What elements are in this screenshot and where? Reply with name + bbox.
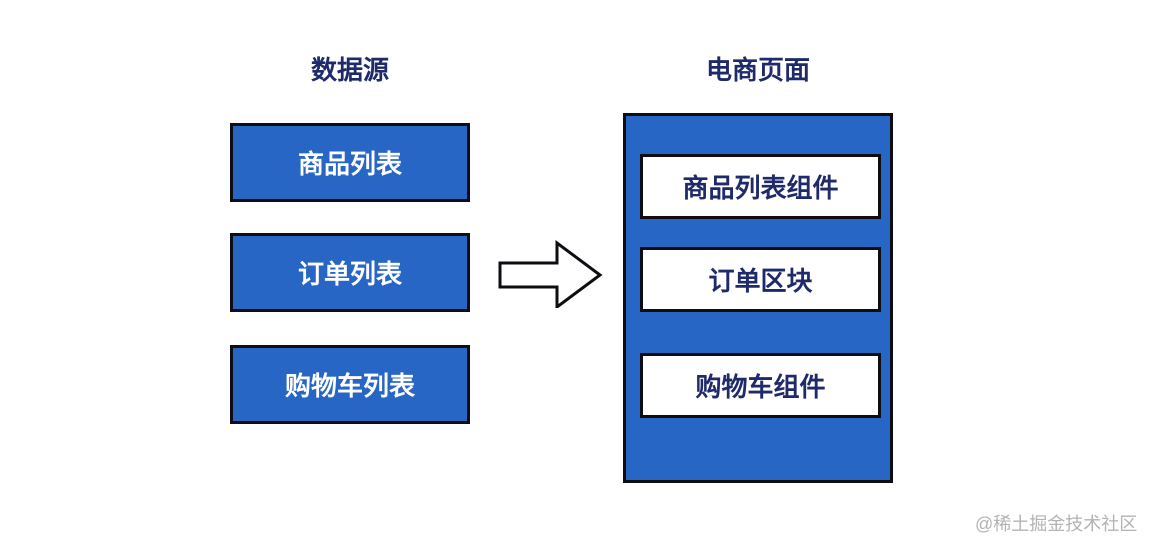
box-label: 购物车列表 [284,371,415,401]
data-source-box-product-list: 商品列表 [230,123,470,202]
box-label: 商品列表组件 [682,173,839,203]
component-box-cart: 购物车组件 [640,353,881,418]
ecommerce-page-panel: 商品列表组件 订单区块 购物车组件 [623,113,893,483]
data-source-box-cart-list: 购物车列表 [230,345,470,424]
box-label: 购物车组件 [695,372,826,402]
data-source-box-order-list: 订单列表 [230,233,470,312]
right-column-title: 电商页面 [705,55,810,85]
left-column-title: 数据源 [310,55,389,85]
box-label: 订单区块 [708,266,813,296]
community-watermark: @稀土掘金技术社区 [975,514,1138,534]
component-box-product-list: 商品列表组件 [640,154,881,219]
right-arrow-icon [498,240,603,308]
component-box-order-block: 订单区块 [640,247,881,312]
box-label: 商品列表 [297,149,402,179]
box-label: 订单列表 [297,259,402,289]
